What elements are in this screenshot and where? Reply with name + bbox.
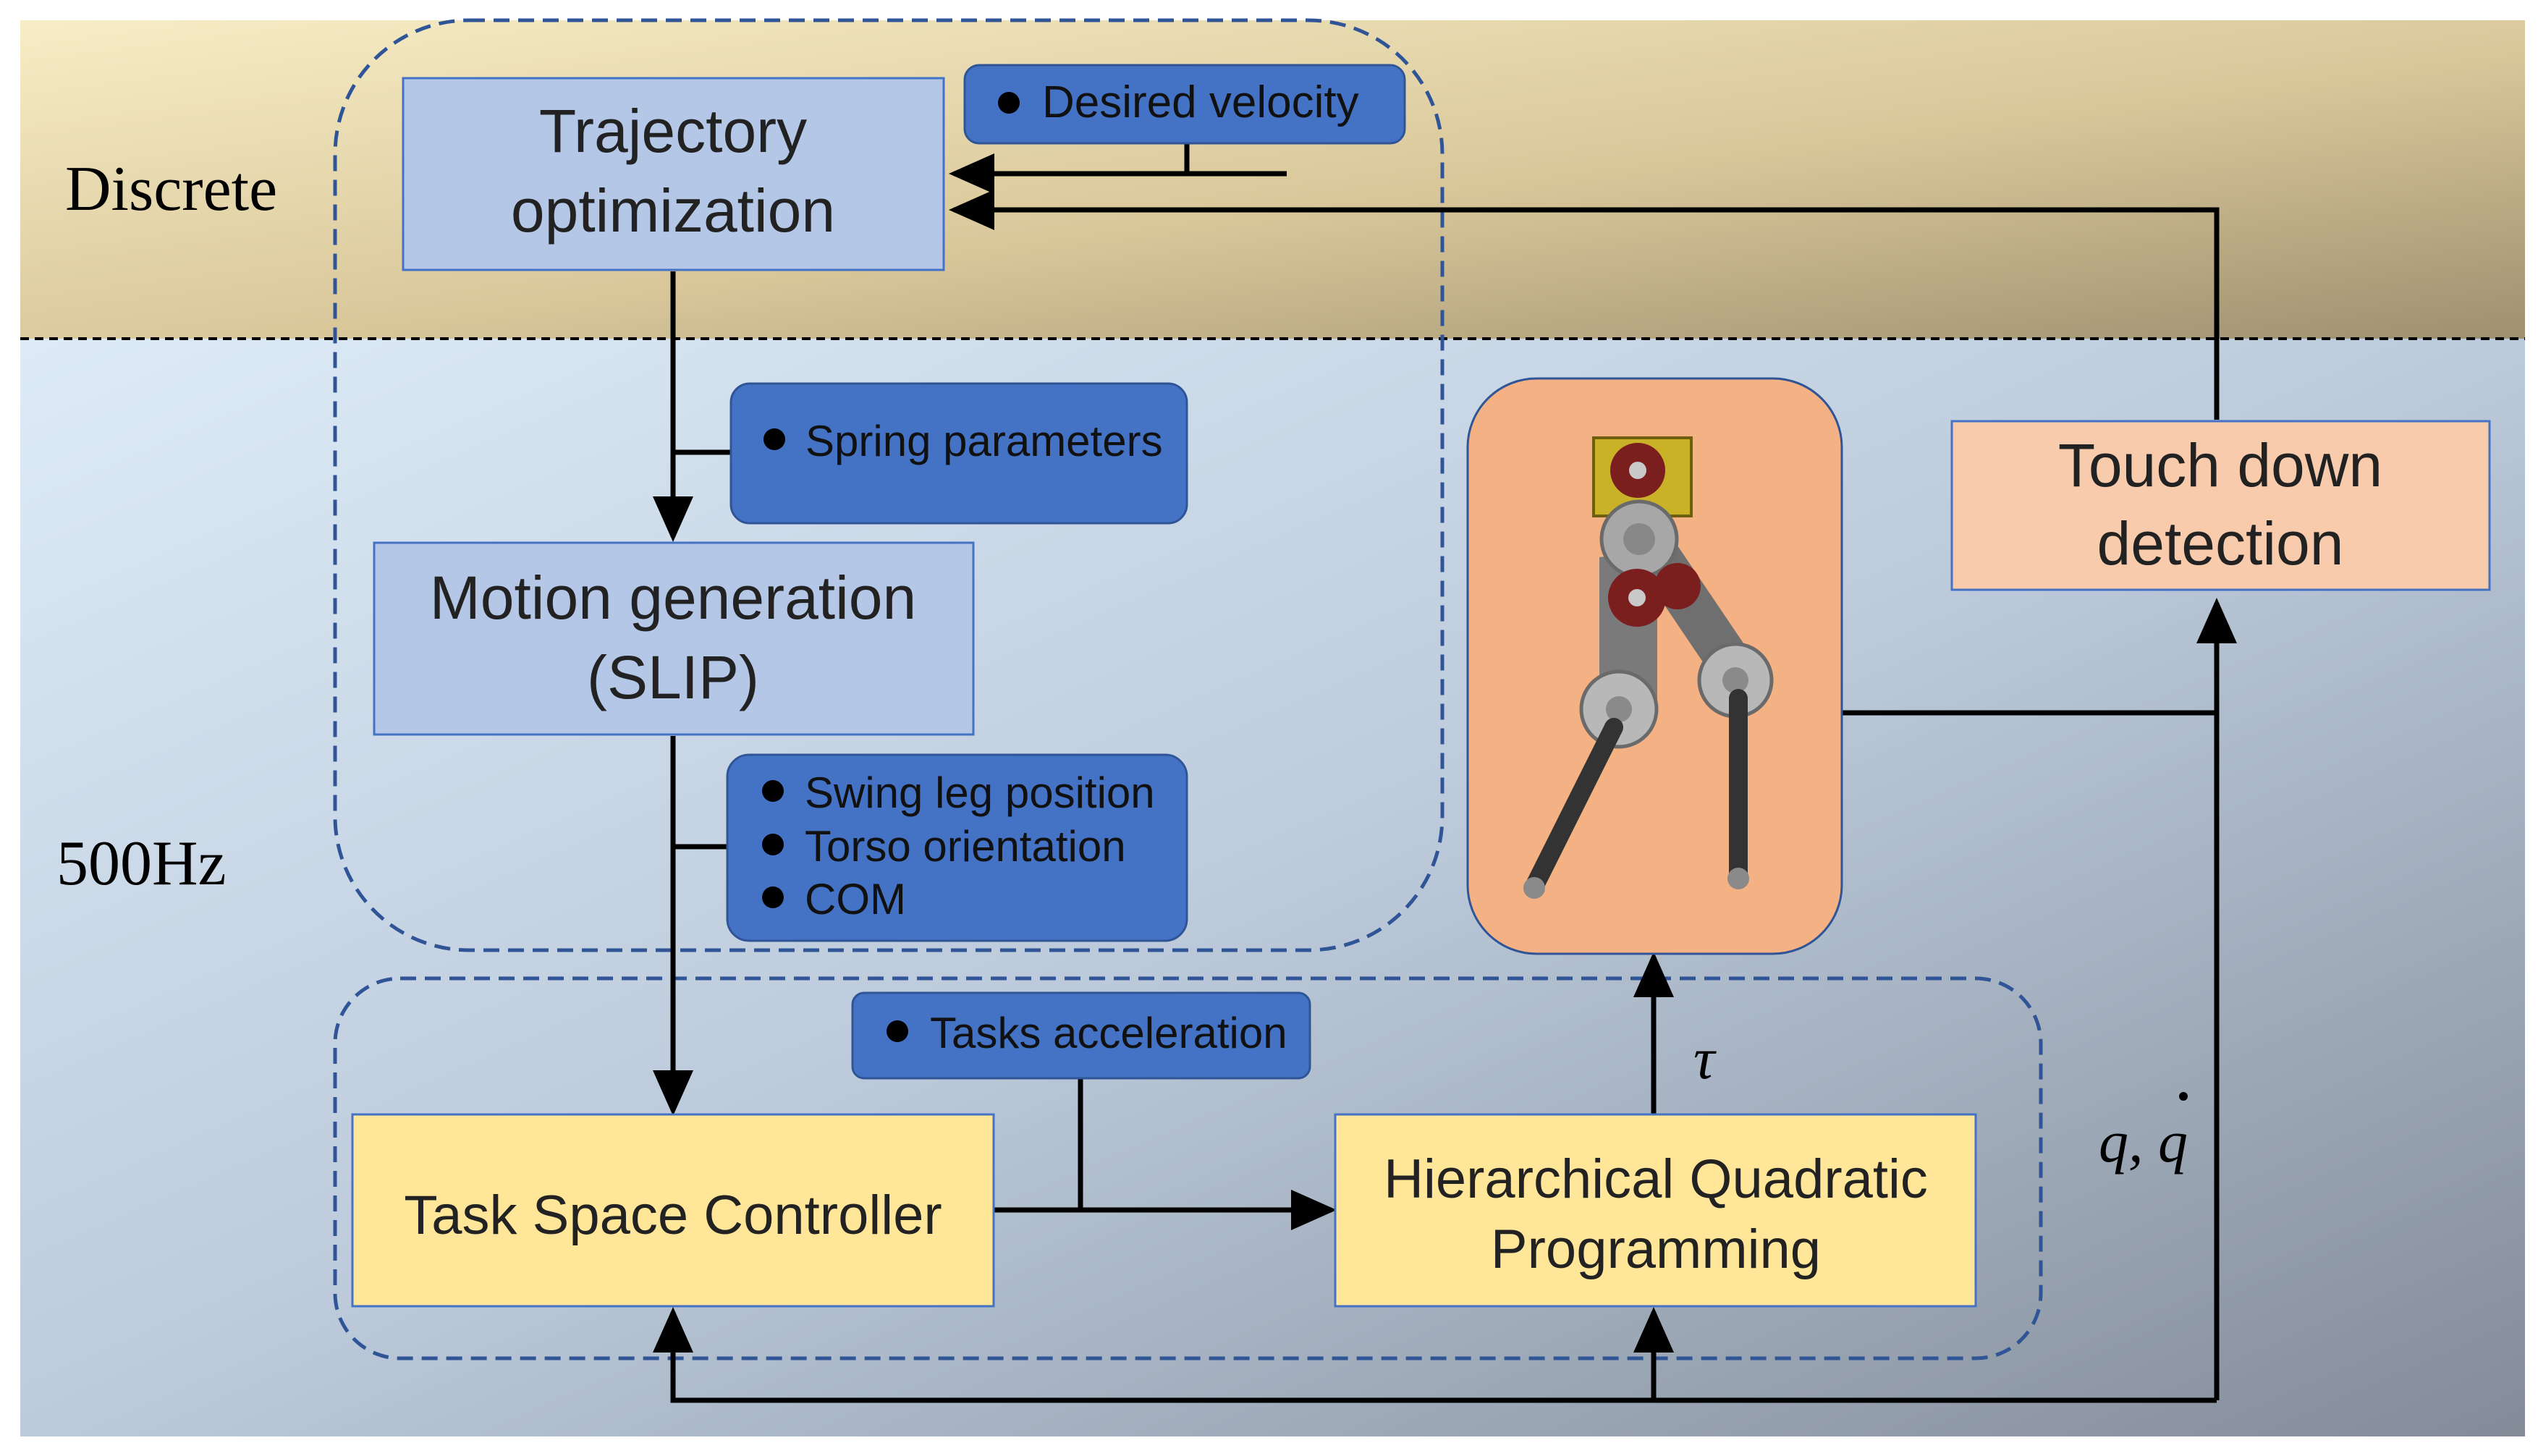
discrete-label: Discrete [65,154,277,224]
task-space-controller-block: Task Space Controller [351,1113,995,1308]
planning-group-outline [333,18,1444,952]
tasks-acceleration-tag: Tasks acceleration [851,991,1311,1080]
control-group-outline [333,976,2043,1360]
rate-label: 500Hz [56,829,227,899]
torque-symbol: τ [1693,1025,1717,1091]
task-space-controller-label: Task Space Controller [404,1185,942,1246]
swing-leg-position-label: Swing leg position [805,769,1155,817]
touch-down-detection-block: Touch down detection [1950,420,2491,591]
bullet-dot-icon [887,1020,908,1042]
bullet-dot-icon [763,428,785,450]
motion-generation-block: Motion generation (SLIP) [373,541,975,736]
robot-leg-render-icon [1523,436,1774,899]
motion-generation-line2: (SLIP) [587,643,759,711]
bullet-dot-icon [762,886,784,908]
state-symbol: q, q [2099,1092,2188,1174]
touch-down-line1: Touch down [2058,431,2382,499]
bullet-dot-icon [762,780,784,802]
hqp-line1: Hierarchical Quadratic [1384,1148,1928,1210]
spring-parameters-label: Spring parameters [805,417,1163,465]
state-symbol-text: q, q [2099,1109,2188,1174]
motion-outputs-tag: Swing leg position Torso orientation COM [726,753,1188,942]
spring-parameters-tag: Spring parameters [729,382,1188,525]
desired-velocity-tag: Desired velocity [963,64,1406,145]
trajectory-optimization-line1: Trajectory [539,97,807,165]
tasks-acceleration-label: Tasks acceleration [930,1009,1287,1057]
touch-down-line2: detection [2097,509,2344,577]
com-label: COM [805,875,906,923]
trajectory-optimization-line2: optimization [511,177,835,245]
bullet-dot-icon [762,834,784,855]
hqp-line2: Programming [1491,1219,1821,1280]
bullet-dot-icon [998,92,1020,114]
torso-orientation-label: Torso orientation [805,822,1126,871]
trajectory-optimization-block: Trajectory optimization [402,77,945,271]
connectors [653,143,2237,1403]
robot-panel [1466,377,1843,955]
derivative-dot [2179,1092,2188,1101]
motion-generation-line1: Motion generation [430,564,916,632]
desired-velocity-label: Desired velocity [1042,77,1359,127]
hqp-block: Hierarchical Quadratic Programming [1334,1113,1977,1308]
